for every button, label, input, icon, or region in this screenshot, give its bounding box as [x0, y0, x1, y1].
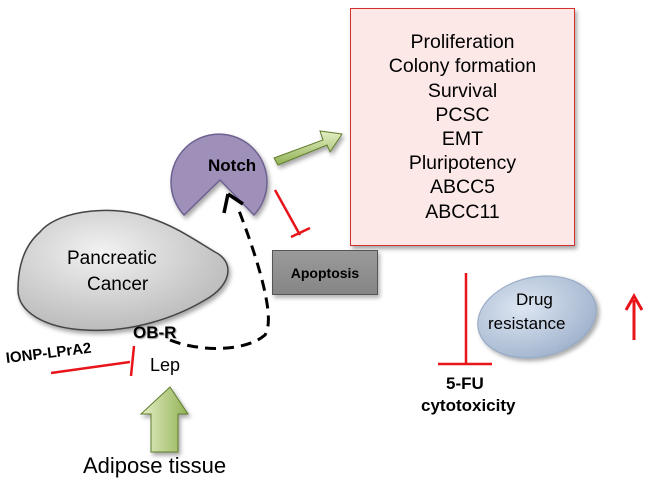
drug-resistance-shape: [477, 275, 597, 359]
receptor-label: OB-R: [133, 323, 177, 342]
drug-resistance-line2: resistance: [488, 314, 566, 333]
cancer-label-line1: Pancreatic: [67, 248, 157, 269]
outcome-item: ABCC11: [425, 200, 500, 223]
notch-shape: [170, 133, 268, 217]
outcome-item: ABCC5: [429, 176, 496, 199]
outcome-item: Survival: [427, 79, 498, 102]
dashed-signal-arrow: [169, 207, 270, 350]
ligand-label: Lep: [150, 355, 181, 375]
outcome-item: Proliferation: [410, 31, 515, 54]
increase-arrowhead: [624, 292, 644, 311]
adipose-up-arrow: [139, 386, 189, 453]
cancer-label-line2: Cancer: [87, 274, 149, 295]
outcomes-box: Proliferation Colony formation Survival …: [350, 8, 575, 246]
apoptosis-box: Apoptosis: [272, 250, 378, 295]
notch-inhibits-apoptosis: [273, 189, 302, 236]
adipose-label: Adipose tissue: [83, 453, 227, 478]
apoptosis-inhibition-bar: [290, 226, 311, 239]
ionp-inhibition-bar: [129, 345, 136, 377]
green-arrow-to-outcomes: [273, 130, 343, 166]
pancreatic-cancer-shape: [17, 209, 229, 332]
dashed-arrowhead: [222, 192, 244, 214]
notch-label: Notch: [208, 156, 257, 175]
apoptosis-label: Apoptosis: [290, 264, 360, 281]
drug-resistance-line1: Drug: [516, 290, 553, 309]
ionp-inhibition-line: [50, 360, 131, 375]
cytotoxicity-line1: 5-FU: [446, 374, 484, 393]
outcome-item: EMT: [441, 128, 484, 150]
cytotoxicity-line2: cytotoxicity: [421, 396, 516, 415]
outcome-item: Colony formation: [388, 55, 537, 78]
outcome-item: PCSC: [435, 103, 490, 126]
outcome-item: Pluripotency: [408, 152, 517, 175]
